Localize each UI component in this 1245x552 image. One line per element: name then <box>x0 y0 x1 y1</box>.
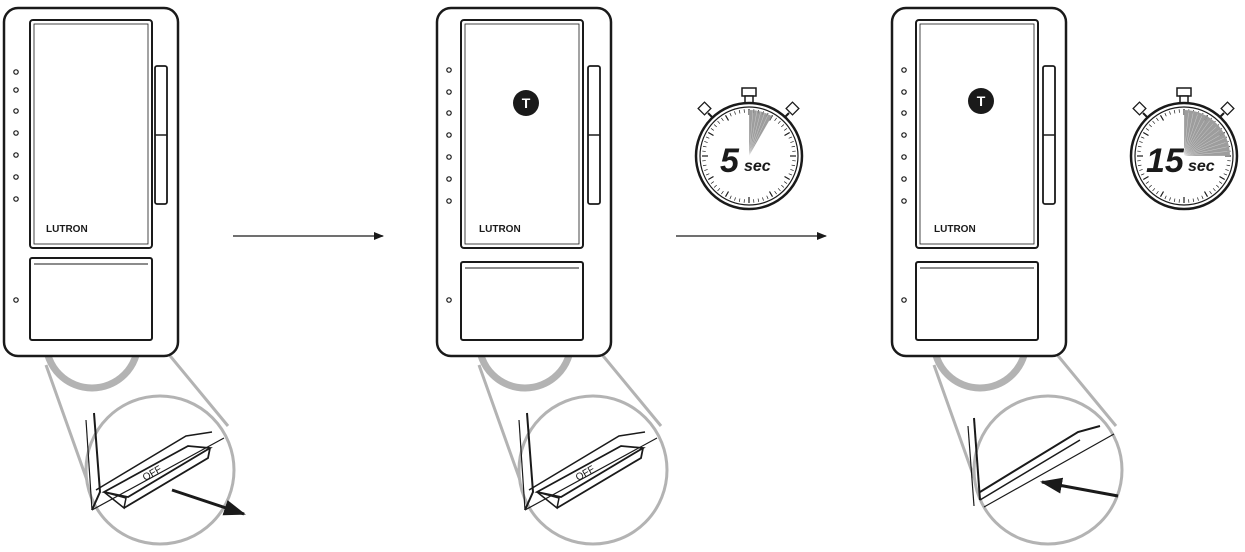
brand-logo: LUTRON <box>934 224 976 235</box>
brand-logo: LUTRON <box>479 224 521 235</box>
stopwatch-number: 5 <box>720 142 740 180</box>
timer-badge-letter: T <box>977 93 986 109</box>
elapsed-wedge <box>1184 110 1230 156</box>
paddle <box>30 20 152 248</box>
stopwatch-unit: sec <box>1188 158 1215 175</box>
stopwatch-5sec: 5 sec <box>696 88 802 209</box>
stopwatch-15sec: 15 sec <box>1131 88 1237 209</box>
dimmer-switch: LUTRON <box>4 8 178 356</box>
step-1-switch: OFF LUTRON <box>4 8 244 544</box>
step-3-switch: T LUTRON <box>892 8 1122 544</box>
zoom-circle <box>974 396 1122 544</box>
step-2-switch: OFF T LUTRON <box>437 8 667 544</box>
timer-badge-letter: T <box>522 95 531 111</box>
timer-badge: T <box>513 90 539 116</box>
dimmer-switch: T LUTRON <box>437 8 611 356</box>
timer-badge: T <box>968 88 994 114</box>
paddle <box>461 20 583 248</box>
stopwatch-number: 15 <box>1146 142 1185 180</box>
brand-logo: LUTRON <box>46 224 88 235</box>
paddle <box>916 20 1038 248</box>
stopwatch-unit: sec <box>744 158 771 175</box>
dimmer-switch: T LUTRON <box>892 8 1066 356</box>
